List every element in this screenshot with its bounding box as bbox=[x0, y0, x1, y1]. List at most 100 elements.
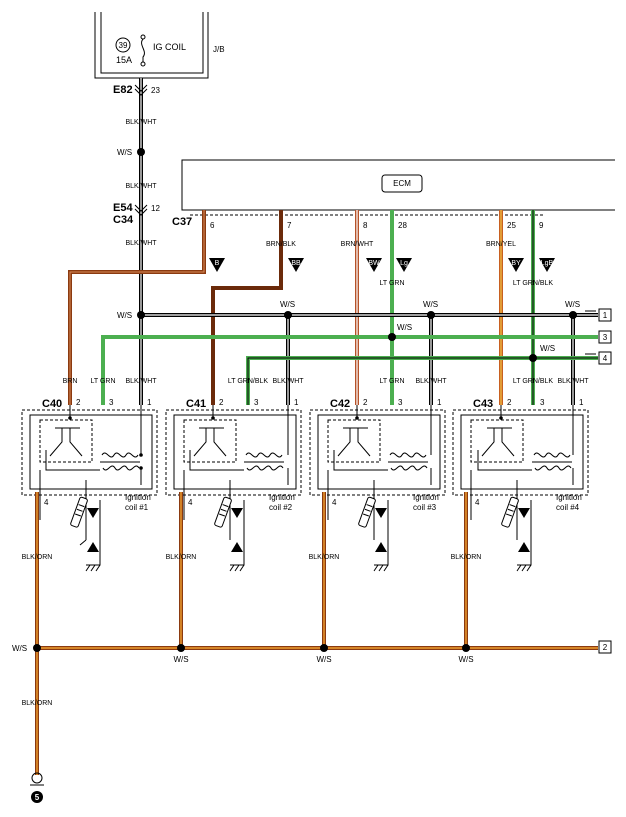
junction-block: 39 15A IG COIL J/B bbox=[94, 12, 225, 79]
wire-label-blk-wht-c4: BLK/WHT bbox=[557, 378, 589, 385]
ecm-pin-25: 25 bbox=[507, 221, 516, 230]
wire-label-lt-grn-blk-ecm: LT GRN/BLK bbox=[513, 280, 554, 287]
connector-c37: C37 bbox=[172, 216, 192, 228]
marker-b: B bbox=[215, 260, 220, 267]
wire-label-blk-orn-4: BLK/ORN bbox=[451, 554, 482, 561]
ground-number: 5 bbox=[35, 793, 40, 802]
green-bus-4 bbox=[246, 356, 598, 405]
marker-bb: BB bbox=[291, 260, 301, 267]
c42-pin-1: 1 bbox=[437, 398, 442, 407]
c40-pin-2: 2 bbox=[76, 398, 81, 407]
ecm-pin-7: 7 bbox=[287, 221, 292, 230]
c41-pin-3: 3 bbox=[254, 398, 259, 407]
marker-lg: Lg bbox=[400, 260, 408, 267]
splice-ws-green-3 bbox=[388, 333, 396, 341]
wire-label-blk-orn-3: BLK/ORN bbox=[309, 554, 340, 561]
connector-c41: C41 bbox=[186, 398, 206, 410]
splice-label-ws-ground-3: W/S bbox=[316, 655, 331, 664]
splice-label-ws-ground-2: W/S bbox=[173, 655, 188, 664]
wire-label-blk-orn-2: BLK/ORN bbox=[166, 554, 197, 561]
c40-pin-4: 4 bbox=[44, 498, 49, 507]
ref-arrow-3 bbox=[598, 330, 612, 344]
ref-arrow-4 bbox=[585, 351, 612, 365]
ref-label-2: 2 bbox=[603, 643, 608, 652]
wire-label-lt-grn-ecm: LT GRN bbox=[379, 280, 404, 287]
c42-pin-3: 3 bbox=[398, 398, 403, 407]
brown-wires bbox=[68, 210, 503, 405]
arrow-up-icon bbox=[87, 542, 530, 552]
ref-arrow-2 bbox=[598, 640, 612, 654]
e54-pin: 12 bbox=[151, 204, 160, 213]
wire-label-brn-blk: BRN/BLK bbox=[266, 241, 296, 248]
green-bus-3 bbox=[101, 335, 598, 405]
ignition-coil-4 bbox=[452, 405, 589, 566]
connector-c42: C42 bbox=[330, 398, 350, 410]
ignition-coil-3 bbox=[309, 405, 446, 566]
ecm-icon bbox=[381, 174, 423, 193]
wire-label-lt-grn-blk-c2: LT GRN/BLK bbox=[228, 378, 269, 385]
ignition-coil-2 bbox=[165, 405, 302, 566]
fuse-number-circle bbox=[115, 37, 131, 53]
fuse-number: 39 bbox=[119, 41, 128, 50]
fuse-rating: 15A bbox=[116, 55, 132, 65]
marker-by: BY bbox=[511, 260, 521, 267]
marker-lgb: LgB bbox=[541, 260, 554, 267]
ref-label-1: 1 bbox=[603, 311, 608, 320]
splice-ws-bus-1 bbox=[137, 311, 145, 319]
connector-break-e54 bbox=[134, 204, 148, 216]
splice-label-ws-green-4: W/S bbox=[540, 344, 555, 353]
ecm-box: ECM bbox=[181, 159, 615, 216]
wire-label-blk-wht-1: BLK/WHT bbox=[125, 119, 157, 126]
ecm-pin-9: 9 bbox=[539, 221, 544, 230]
ecm-pin-28: 28 bbox=[398, 221, 407, 230]
fuse-icon bbox=[140, 34, 146, 67]
splice-ws-ground-1 bbox=[33, 644, 41, 652]
junction-box-label: J/B bbox=[213, 45, 225, 54]
ref-label-4: 4 bbox=[603, 354, 608, 363]
splice-ws-ground-4 bbox=[462, 644, 470, 652]
splice-label-ws-ground-1: W/S bbox=[12, 644, 27, 653]
ecm-label: ECM bbox=[393, 179, 411, 188]
wire-label-lt-grn-blk-c4: LT GRN/BLK bbox=[513, 378, 554, 385]
wire-label-blk-wht-c3: BLK/WHT bbox=[415, 378, 447, 385]
wire-label-blk-wht-2: BLK/WHT bbox=[125, 183, 157, 190]
c42-pin-2: 2 bbox=[363, 398, 368, 407]
splice-ws-bus-2 bbox=[284, 311, 292, 319]
wire-label-blk-orn-5: BLK/ORN bbox=[22, 700, 53, 707]
ground-symbol-icon bbox=[30, 772, 44, 803]
wire-label-blk-orn-1: BLK/ORN bbox=[22, 554, 53, 561]
ref-arrow-1 bbox=[585, 308, 612, 322]
chassis-ground-icon bbox=[85, 564, 532, 572]
wire-label-brn-wht: BRN/WHT bbox=[341, 241, 374, 248]
c41-pin-2: 2 bbox=[219, 398, 224, 407]
connector-e54: E54 bbox=[113, 202, 133, 214]
ecm-pin-8: 8 bbox=[363, 221, 368, 230]
arrow-down-icon bbox=[87, 508, 530, 518]
wire-label-lt-grn-c3: LT GRN bbox=[379, 378, 404, 385]
connector-c43: C43 bbox=[473, 398, 493, 410]
splice-ws-top bbox=[137, 148, 145, 156]
wire-label-blk-wht-c1: BLK/WHT bbox=[125, 378, 157, 385]
splice-label-ws-3: W/S bbox=[423, 300, 438, 309]
connector-break-e82 bbox=[134, 84, 148, 96]
ignition-coil-1 bbox=[21, 405, 158, 566]
splice-label-ws-4: W/S bbox=[565, 300, 580, 309]
c43-pin-3: 3 bbox=[540, 398, 545, 407]
splice-label-ws-green-3: W/S bbox=[397, 323, 412, 332]
c40-pin-1: 1 bbox=[147, 398, 152, 407]
splice-label-ws-left: W/S bbox=[117, 311, 132, 320]
spark-plug-icon bbox=[70, 496, 519, 528]
connector-e82: E82 bbox=[113, 84, 133, 96]
c43-pin-4: 4 bbox=[475, 498, 480, 507]
c43-pin-2: 2 bbox=[507, 398, 512, 407]
marker-bw: BW bbox=[368, 260, 380, 267]
fuse-name: IG COIL bbox=[153, 42, 186, 52]
green-wires bbox=[390, 210, 535, 405]
splice-ws-ground-2 bbox=[177, 644, 185, 652]
splice-label-ws-ground-4: W/S bbox=[458, 655, 473, 664]
splice-ws-bus-3 bbox=[427, 311, 435, 319]
